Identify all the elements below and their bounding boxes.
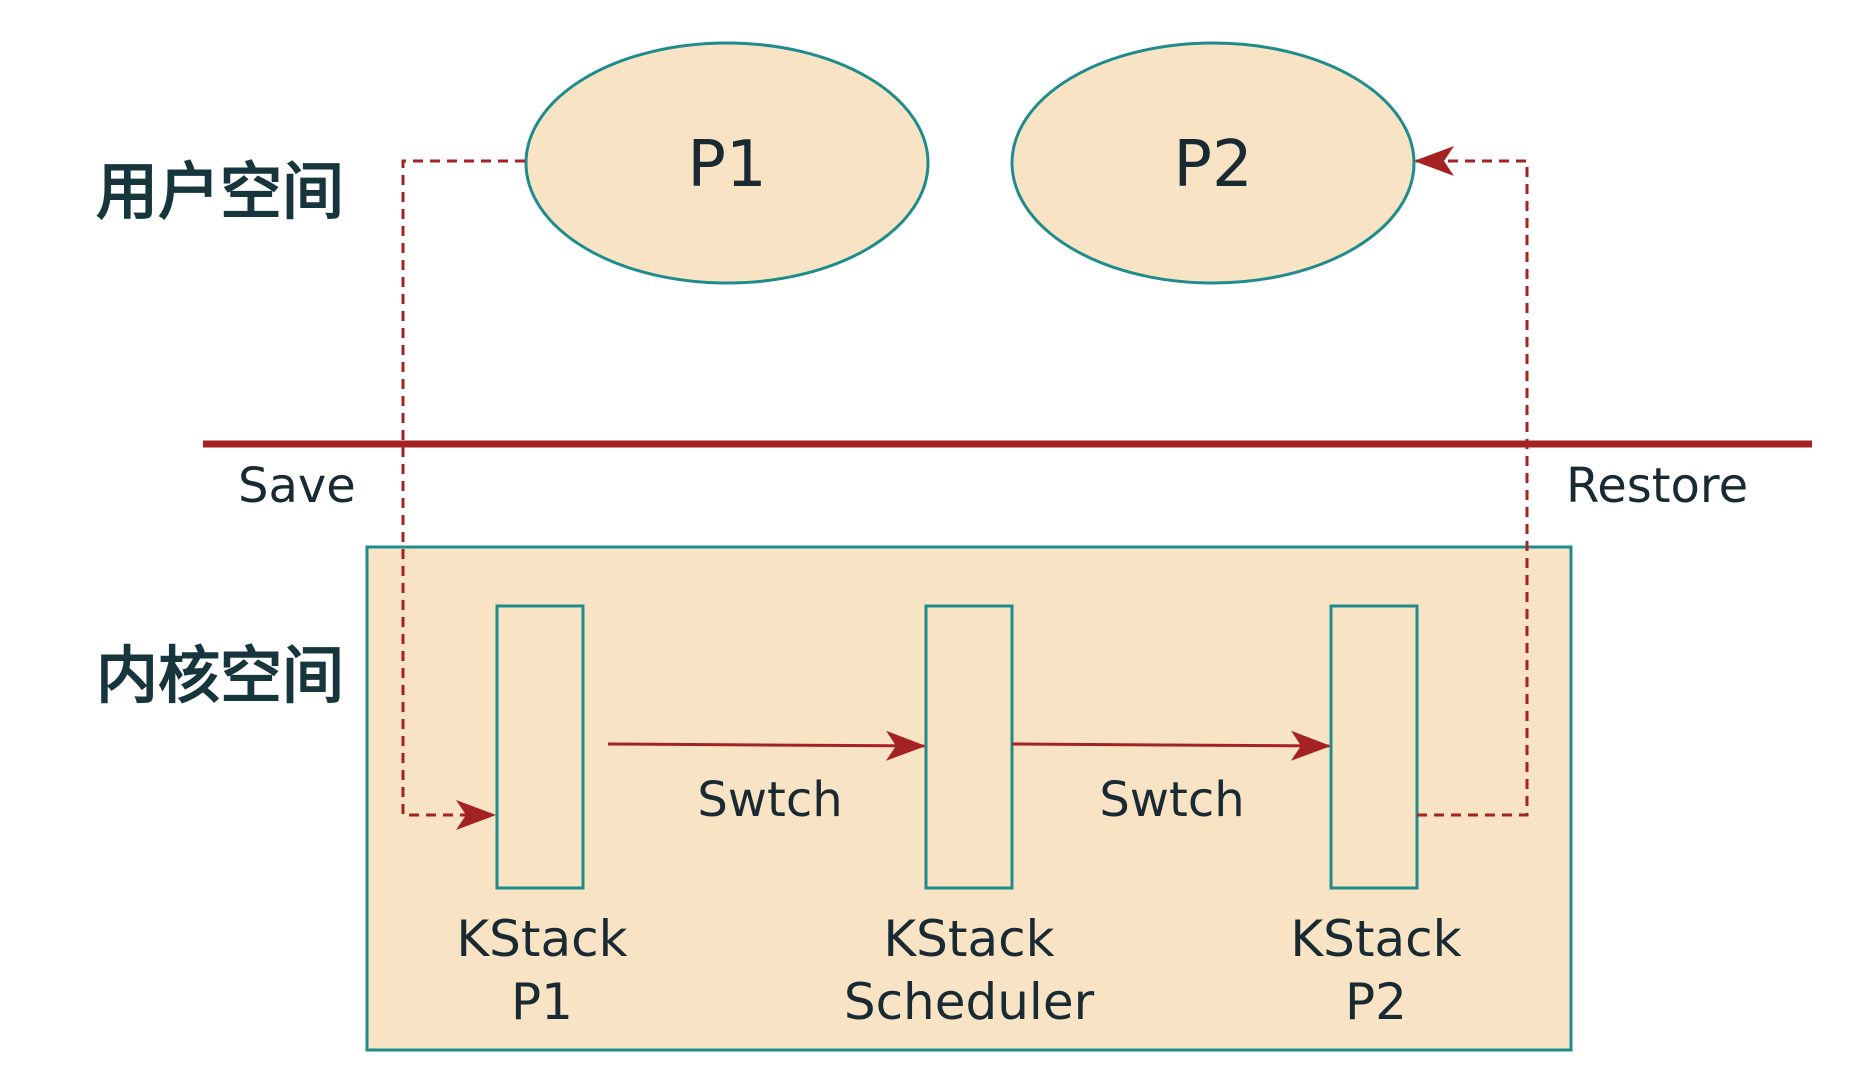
kstack-scheduler-label-line1: KStack [883,910,1054,968]
switch-arrow-p1-to-scheduler [607,730,926,761]
kstack-p1-label-line2: P1 [511,973,573,1031]
kstack-p1-rect [495,604,585,890]
restore-path-arrow [1414,146,1529,817]
save-path-arrow [401,159,525,830]
switch-label-1: Swtch [697,772,842,828]
process-p1-ellipse [524,41,930,285]
kstack-p2-rect [1329,604,1419,890]
kstack-p1-label-line1: KStack [456,910,627,968]
save-label: Save [238,458,356,514]
kstack-scheduler-label-line2: Scheduler [844,973,1095,1031]
process-p2-label: P2 [1173,128,1252,202]
kstack-scheduler-rect [924,604,1014,890]
restore-label: Restore [1566,458,1748,514]
switch-arrow-scheduler-to-p2 [1011,730,1331,761]
kernel-space-label: 内核空间 [96,639,344,712]
process-p1-label: P1 [687,128,766,202]
kstack-p2-label-line2: P2 [1345,973,1407,1031]
switch-label-2: Swtch [1099,772,1244,828]
user-space-label: 用户空间 [96,155,344,228]
kstack-p2-label-line1: KStack [1290,910,1461,968]
